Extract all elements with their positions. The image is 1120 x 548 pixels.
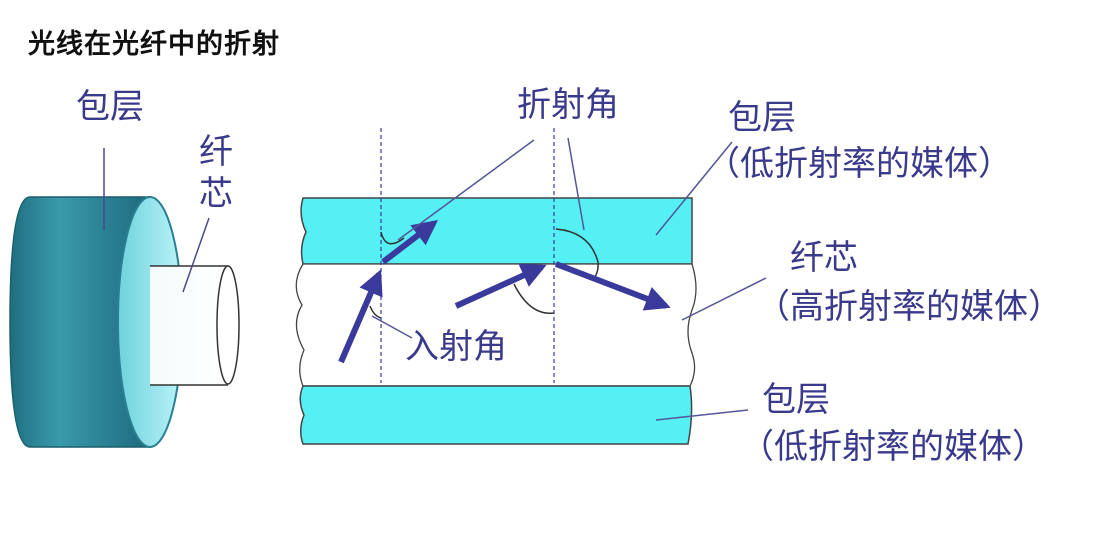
ray-incident-right: [454, 263, 547, 309]
cylinder-core-label: 纤芯: [199, 132, 233, 214]
cylinder-cladding-label: 包层: [76, 87, 144, 127]
refraction-leader-right: [567, 137, 585, 231]
cylinder-core-face: [216, 265, 240, 385]
top-cladding-sub-label: （低折射率的媒体）: [706, 144, 1012, 184]
refraction-leader-left: [397, 139, 535, 241]
top-cladding-band: [300, 197, 693, 265]
cylinder-outer-body: [9, 196, 151, 448]
refraction-angle-label: 折射角: [517, 85, 619, 125]
incidence-angle-label: 入射角: [405, 327, 507, 367]
incidence-leader: [371, 315, 413, 339]
ray-reflected-right: [554, 261, 671, 311]
page-title: 光线在光纤中的折射: [28, 29, 280, 60]
refraction-angle-arc-left: [380, 231, 405, 245]
bottom-cladding-leader: [655, 409, 749, 421]
cylinder-core-body: [150, 266, 228, 385]
incidence-angle-arc-right: [513, 283, 555, 314]
core-leader: [681, 277, 767, 321]
bottom-cladding-band: [299, 385, 693, 445]
top-cladding-label: 包层: [728, 98, 796, 138]
ray-refracted-left: [381, 219, 439, 265]
bottom-cladding-sub-label: （低折射率的媒体）: [740, 427, 1046, 467]
core-leader-line: [182, 217, 210, 293]
core-sub-label: （高折射率的媒体）: [756, 287, 1062, 327]
core-label: 纤芯: [790, 238, 858, 278]
incidence-angle-arc-left: [369, 305, 382, 319]
ray-incident-left: [338, 269, 383, 364]
fiber-longitudinal-section: [295, 128, 767, 445]
bottom-cladding-label: 包层: [762, 380, 830, 420]
fiber-cylinder-illustration: [9, 148, 240, 448]
top-cladding-leader: [655, 141, 733, 236]
